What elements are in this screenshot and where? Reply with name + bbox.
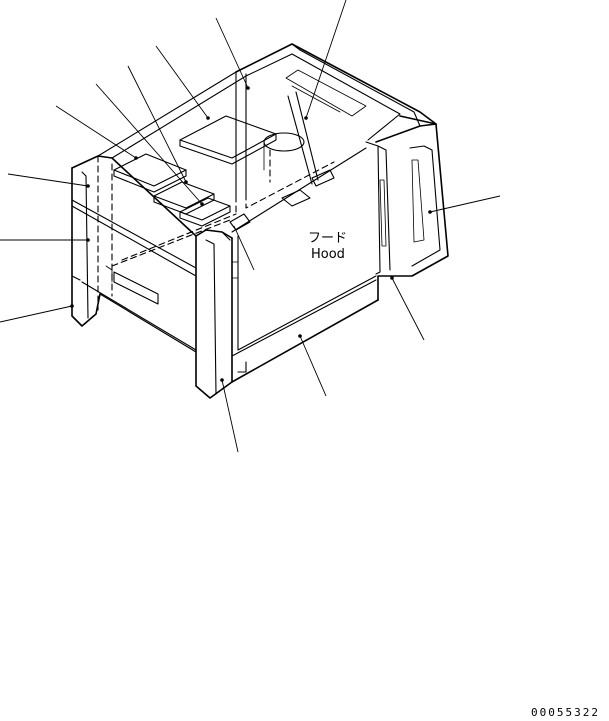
plate-small xyxy=(179,197,231,221)
hood-body xyxy=(71,43,449,399)
drawing-number: 00055322 xyxy=(531,706,600,719)
hood-label-en: Hood xyxy=(311,247,345,262)
hood-label-jp: フード xyxy=(308,231,347,246)
plate-upper-large xyxy=(179,115,277,159)
leader-lines xyxy=(0,0,501,453)
